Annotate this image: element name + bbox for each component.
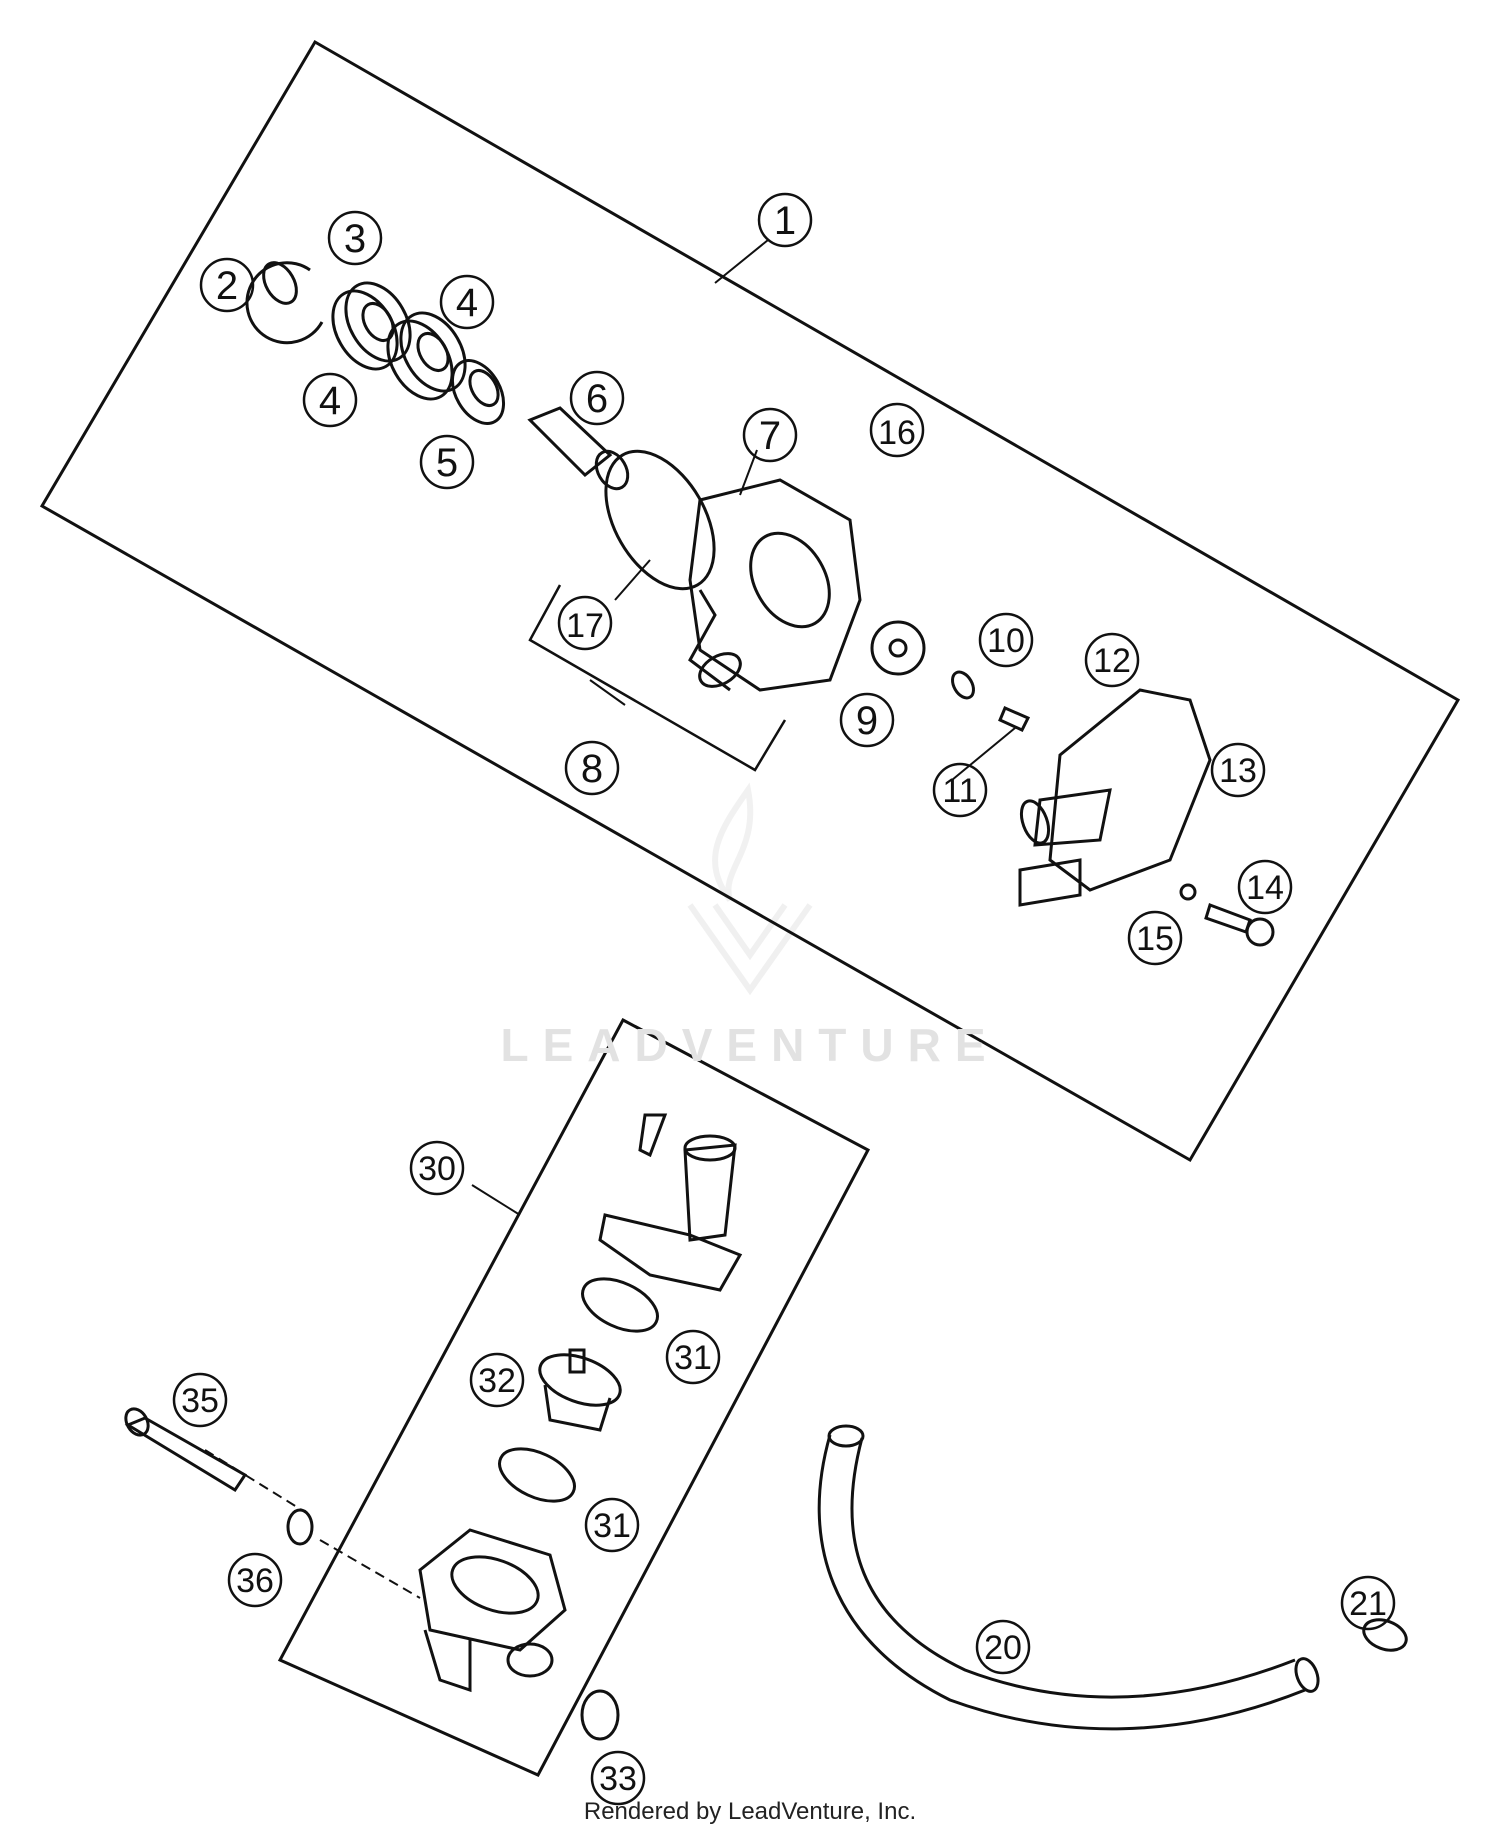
- callout-label: 15: [1136, 920, 1174, 958]
- callout-label: 13: [1219, 752, 1257, 790]
- callout-label: 8: [581, 747, 603, 791]
- callout-label: 10: [987, 622, 1025, 660]
- part-impeller-9: [870, 620, 926, 676]
- part-oring-33: [580, 1689, 620, 1741]
- callout-label: 36: [236, 1562, 274, 1600]
- part-hose-20: [817, 1424, 1320, 1731]
- part-clamp-21: [1362, 1618, 1408, 1652]
- callout-label: 17: [566, 607, 604, 645]
- part-washer-10: [951, 670, 975, 700]
- part-oring-15: [1179, 883, 1197, 901]
- part-shaft-6: [527, 406, 630, 491]
- part-thermostat-32: [538, 1348, 622, 1432]
- part-bearing-4a: [331, 281, 412, 371]
- bracket-8: [528, 584, 787, 772]
- watermark-text: LEADVENTURE: [500, 1019, 1000, 1071]
- part-seal-5: [450, 359, 506, 425]
- callout-label: 31: [593, 1507, 631, 1545]
- callout-label: 33: [599, 1760, 637, 1798]
- callout-label: 35: [181, 1382, 219, 1420]
- part-circlip-2: [262, 261, 298, 305]
- callout-label: 4: [319, 379, 341, 423]
- part-screw-11: [998, 706, 1031, 732]
- callout-label: 11: [942, 772, 977, 810]
- callout-label: 32: [478, 1362, 516, 1400]
- part-snap-ring-3: [245, 261, 324, 345]
- part-pump-housing-17: [604, 449, 862, 692]
- part-bolt-35: [124, 1407, 248, 1493]
- callout-label: 2: [216, 264, 238, 308]
- callout-label: 14: [1246, 869, 1284, 907]
- part-oring-31a: [581, 1277, 659, 1333]
- callout-label: 21: [1349, 1585, 1387, 1623]
- callout-label: 12: [1093, 642, 1131, 680]
- callout-label: 9: [856, 699, 878, 743]
- part-thermostat-housing: [418, 1528, 567, 1693]
- callout-label: 6: [586, 377, 608, 421]
- leader-lines: [204, 239, 1016, 1599]
- footer-credit: Rendered by LeadVenture, Inc.: [583, 1798, 917, 1825]
- callout-label: 4: [456, 281, 478, 325]
- callout-label: 7: [759, 414, 781, 458]
- frame-thermostat-group: [277, 1017, 871, 1777]
- callout-label: 5: [436, 441, 458, 485]
- frame-water-pump-group: [39, 39, 1461, 1163]
- callout-label: 31: [674, 1339, 712, 1377]
- part-oring-31b: [498, 1447, 576, 1503]
- callouts: [172, 192, 1396, 1806]
- callout-label: 20: [984, 1629, 1022, 1667]
- callout-label: 30: [418, 1150, 456, 1188]
- callout-labels: 1 2 3 4 4 5 6 7 16 17 8 9 10 11 12 13 14…: [181, 199, 1387, 1798]
- watermark-logo: [687, 782, 813, 996]
- part-washer-36: [286, 1508, 314, 1546]
- callout-label: 16: [878, 414, 916, 452]
- part-thermostat-cover-30: [598, 1113, 743, 1292]
- part-pump-cover-12-13: [1018, 688, 1212, 907]
- part-screw-14: [1204, 903, 1275, 947]
- callout-label: 3: [344, 217, 366, 261]
- callout-label: 1: [774, 199, 796, 243]
